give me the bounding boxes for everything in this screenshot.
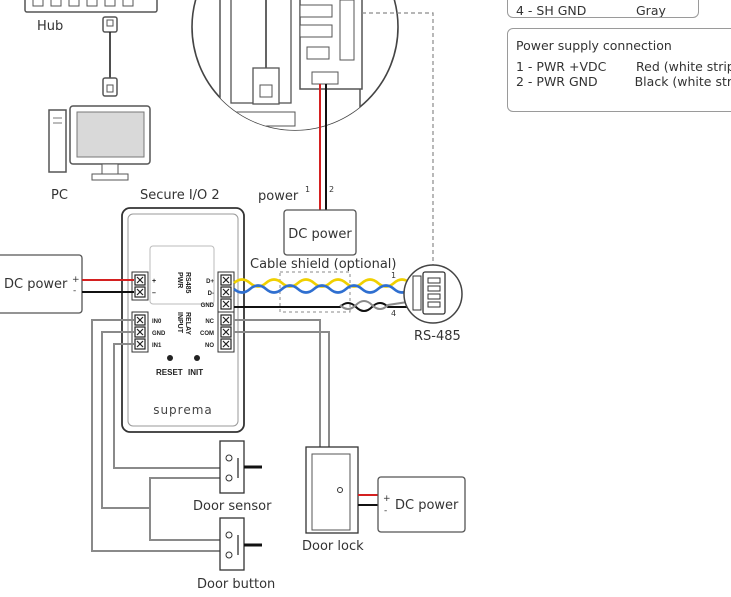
- init-label: INIT: [188, 368, 203, 377]
- door-button-label: Door button: [197, 577, 275, 592]
- door-sensor-label: Door sensor: [193, 499, 272, 514]
- wire-number-1: 1: [305, 185, 310, 194]
- rs485-gnd-pin: GND: [201, 303, 215, 309]
- rs485-twisted-pair: [233, 278, 415, 312]
- power-supply-title: Power supply connection: [516, 38, 672, 53]
- pwr-plus-pin: +: [152, 278, 156, 285]
- dc-right-plus: +: [383, 494, 391, 504]
- reset-label: RESET: [156, 368, 183, 377]
- input-in1-pin: IN1: [152, 343, 162, 349]
- pwr-gnd-pin: 2 - PWR GND: [516, 74, 598, 89]
- pwr-group-label: PWR: [176, 272, 183, 288]
- door-button-device: [219, 517, 262, 571]
- magnified-board: [191, 0, 399, 131]
- rs485-label: RS-485: [414, 329, 461, 344]
- pwr-gnd-color: Black (white stripe): [634, 74, 731, 89]
- dc-power-left-box: [0, 254, 83, 314]
- door-lock-device: [305, 446, 378, 534]
- shield-dashed-line: [362, 12, 434, 268]
- rs485-dminus-pin: D-: [208, 291, 214, 297]
- dc-left-minus: -: [73, 286, 76, 296]
- pwr-minus-pin: –: [152, 290, 156, 297]
- power-label: power: [258, 189, 299, 204]
- pwr-terminal-block: [131, 271, 149, 301]
- relay-no-pin: NO: [205, 343, 214, 349]
- input-in0-pin: IN0: [152, 319, 162, 325]
- sh-gnd-panel: 4 - SH GND Gray: [507, 0, 699, 18]
- dc-power-left-label: DC power: [4, 277, 68, 292]
- dc-power-right-box: [377, 476, 466, 533]
- dc-power-top-label: DC power: [288, 227, 352, 242]
- relay-group-label: RELAY: [184, 312, 191, 335]
- input-group-label: INPUT: [176, 312, 183, 334]
- pc-computer: [48, 105, 151, 181]
- cable-shield-label: Cable shield (optional): [250, 257, 397, 272]
- pwr-vdc-pin: 1 - PWR +VDC: [516, 59, 607, 74]
- hub-device: [24, 0, 158, 13]
- dc-left-plus: +: [72, 275, 80, 285]
- door-wiring: [91, 319, 330, 552]
- rs485-wire-4: 4: [391, 309, 396, 318]
- input-terminal-block: [131, 311, 149, 353]
- relay-terminal-block: [217, 311, 235, 353]
- wire-number-2: 2: [329, 185, 334, 194]
- hub-label: Hub: [37, 19, 63, 34]
- dc-power-right-label: DC power: [395, 498, 459, 513]
- brand-logo: suprema: [153, 403, 213, 417]
- secure-io-device: [121, 207, 245, 433]
- rs485-terminal-block: [217, 271, 235, 313]
- dc-right-minus: -: [384, 506, 387, 516]
- input-gnd-pin: GND: [152, 331, 166, 337]
- sh-gnd-color: Gray: [636, 3, 666, 18]
- secure-io-title: Secure I/O 2: [140, 188, 220, 203]
- relay-nc-pin: NC: [205, 319, 214, 325]
- rs485-connector: [403, 264, 463, 324]
- door-lock-label: Door lock: [302, 539, 364, 554]
- door-sensor-device: [219, 440, 262, 494]
- lan-cable: [102, 16, 118, 97]
- pwr-vdc-color: Red (white stripe): [636, 59, 731, 74]
- rs485-wire-1: 1: [391, 271, 396, 280]
- dc-power-top-box: [283, 209, 357, 256]
- rs485-group-label: RS485: [184, 272, 191, 294]
- power-cable: [319, 84, 327, 210]
- rs485-dplus-pin: D+: [206, 279, 214, 285]
- power-supply-panel: Power supply connection 1 - PWR +VDC Red…: [507, 28, 731, 112]
- pc-label: PC: [51, 188, 68, 203]
- relay-com-pin: COM: [200, 331, 214, 337]
- sh-gnd-pin: 4 - SH GND: [516, 3, 587, 18]
